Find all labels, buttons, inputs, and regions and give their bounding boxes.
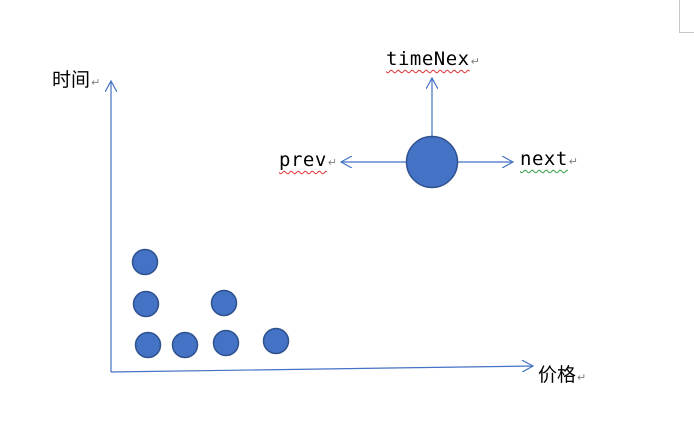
page-corner-marker	[679, 0, 694, 33]
paragraph-mark: ↵	[568, 155, 579, 168]
main-node	[405, 135, 459, 189]
prev-label: prev↵	[279, 151, 337, 170]
paragraph-mark: ↵	[470, 55, 481, 68]
next-label: next↵	[520, 150, 578, 169]
scatter-node	[171, 331, 199, 359]
y-axis-label: 时间↵	[52, 71, 100, 90]
time-next-label: timeNex↵	[386, 50, 480, 69]
scatter-node	[262, 327, 290, 355]
paragraph-mark: ↵	[327, 156, 338, 169]
prev-label-text: prev	[279, 149, 327, 171]
paragraph-mark: ↵	[91, 76, 101, 89]
time-next-label-text: timeNex	[386, 48, 470, 70]
next-label-text: next	[520, 148, 568, 170]
scatter-node	[212, 329, 240, 357]
x-axis-label-text: 价格	[538, 364, 577, 386]
scatter-node	[132, 290, 160, 318]
x-axis-line	[110, 366, 533, 373]
scatter-node	[134, 331, 162, 359]
y-axis-label-text: 时间	[52, 69, 91, 91]
scatter-node	[131, 248, 159, 276]
scatter-node	[210, 289, 238, 317]
x-axis-label: 价格↵	[538, 366, 586, 385]
paragraph-mark: ↵	[577, 371, 587, 384]
